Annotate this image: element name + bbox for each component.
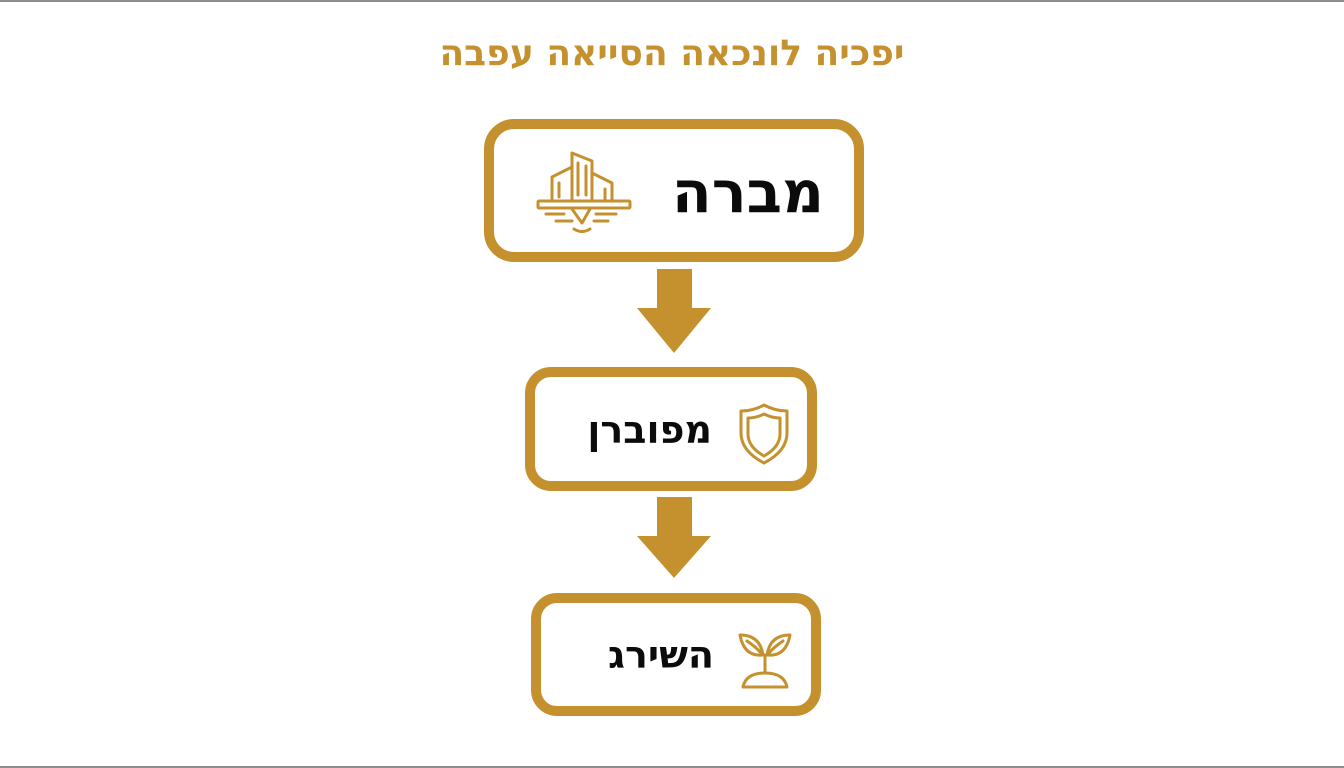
arrow-down-icon	[637, 497, 711, 578]
flow-node-2: מפוברן	[525, 367, 817, 491]
sprout-icon	[734, 627, 796, 693]
top-border-line	[0, 0, 1344, 2]
flow-node-1: מברה	[484, 119, 864, 262]
arrow-down-icon	[637, 269, 711, 353]
building-on-water-icon	[532, 143, 636, 247]
bottom-border-line	[0, 766, 1344, 768]
flow-node-3-label: השירג	[608, 633, 714, 677]
flow-node-2-label: מפוברן	[587, 408, 712, 452]
flow-arrow-1	[636, 269, 712, 353]
diagram-title: יפכיה לונכאה הסייאה עפבה	[439, 33, 905, 74]
flow-arrow-2	[636, 497, 712, 581]
flow-node-1-label: מברה	[671, 158, 824, 226]
shield-icon	[735, 401, 793, 467]
flow-node-3: השירג	[531, 593, 821, 716]
